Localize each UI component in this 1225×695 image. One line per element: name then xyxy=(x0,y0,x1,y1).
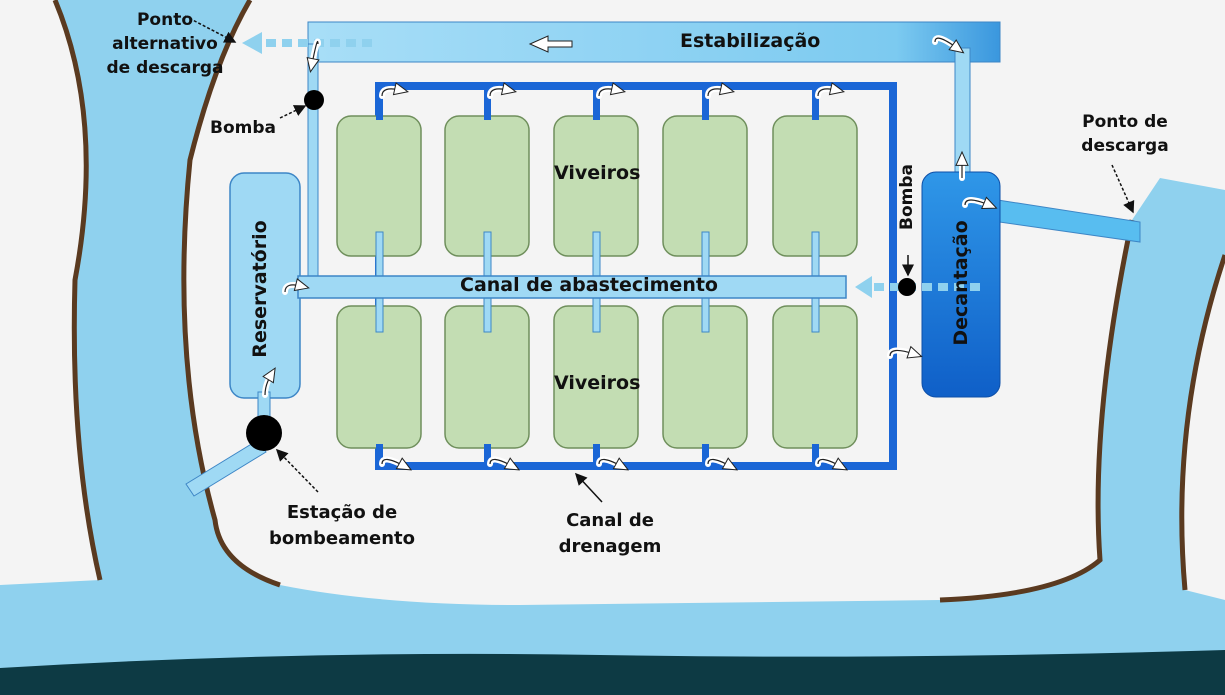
flow-arrow-station xyxy=(262,367,276,398)
flow-arrow-stab-corner xyxy=(932,35,965,54)
flow-arrow-bottom-1 xyxy=(379,456,413,471)
pointer-discharge-point xyxy=(1111,164,1135,214)
deep-water xyxy=(0,650,1225,695)
pump-right xyxy=(898,278,916,296)
pond-drain-top-3 xyxy=(593,86,600,120)
ponds-top-label: Viveiros xyxy=(554,162,641,184)
pond-drain-bottom-4 xyxy=(702,444,709,466)
pump-right-label: Bomba xyxy=(897,164,917,230)
pointer-alt-discharge xyxy=(184,15,237,43)
flow-arrow-top-2 xyxy=(487,82,518,99)
land-right-strip xyxy=(1181,255,1225,600)
ponds-bottom-label: Viveiros xyxy=(554,372,641,394)
flow-arrow-bottom-5 xyxy=(815,456,849,471)
stabilization-label: Estabilização xyxy=(680,30,821,52)
pond-drain-bottom-5 xyxy=(812,444,819,466)
pond-drain-top-1 xyxy=(376,86,383,120)
pump-left xyxy=(304,90,324,110)
pond-drain-bottom-1 xyxy=(376,444,383,466)
pond-drain-bottom-2 xyxy=(484,444,491,466)
flow-arrow-bottom-4 xyxy=(705,456,739,471)
flow-arrow-alt-pipe xyxy=(306,38,321,74)
pointer-drainage-channel xyxy=(574,472,603,503)
flow-arrow-reservoir xyxy=(282,278,310,295)
drainage-channel-label: Canal de drenagem xyxy=(558,510,662,557)
pond-drain-top-2 xyxy=(484,86,491,120)
pumping-station xyxy=(246,415,282,451)
flow-arrow-stabilization xyxy=(528,35,573,53)
flow-arrow-decant-up xyxy=(955,150,969,181)
flow-arrow-bottom-2 xyxy=(487,456,521,471)
flow-arrow-discharge xyxy=(962,196,998,209)
alt-discharge-label: Ponto alternativo de descarga xyxy=(106,10,224,78)
land-left-strip xyxy=(0,0,100,585)
discharge-point-label: Ponto de descarga xyxy=(1081,112,1169,156)
pumping-station-label: Estação de bombeamento xyxy=(269,502,415,549)
alt-discharge-pipe xyxy=(307,43,319,281)
pond-drain-top-5 xyxy=(812,86,819,120)
pump-left-label: Bomba xyxy=(210,118,276,138)
flow-arrow-top-3 xyxy=(596,82,627,99)
decantation-label: Decantação xyxy=(950,220,972,346)
river-bank-right xyxy=(939,219,1135,603)
pond-drain-bottom-3 xyxy=(593,444,600,466)
flow-arrow-top-5 xyxy=(815,82,846,99)
stabilization-canal xyxy=(307,21,1001,63)
flow-arrow-bottom-3 xyxy=(596,456,630,471)
flow-arrow-top-4 xyxy=(705,82,736,99)
supply-channel-label: Canal de abastecimento xyxy=(460,274,718,296)
river-bank-left xyxy=(52,0,103,581)
river-bank-far-right xyxy=(1179,254,1225,591)
intake-pipe xyxy=(185,439,267,497)
pump-flow-arrow xyxy=(855,276,980,298)
river-bank-center xyxy=(181,0,281,588)
flow-arrow-top-1 xyxy=(379,82,410,99)
reservoir-label: Reservatório xyxy=(249,220,271,358)
flow-arrow-decant-in xyxy=(887,345,923,359)
pond-drain-top-4 xyxy=(702,86,709,120)
